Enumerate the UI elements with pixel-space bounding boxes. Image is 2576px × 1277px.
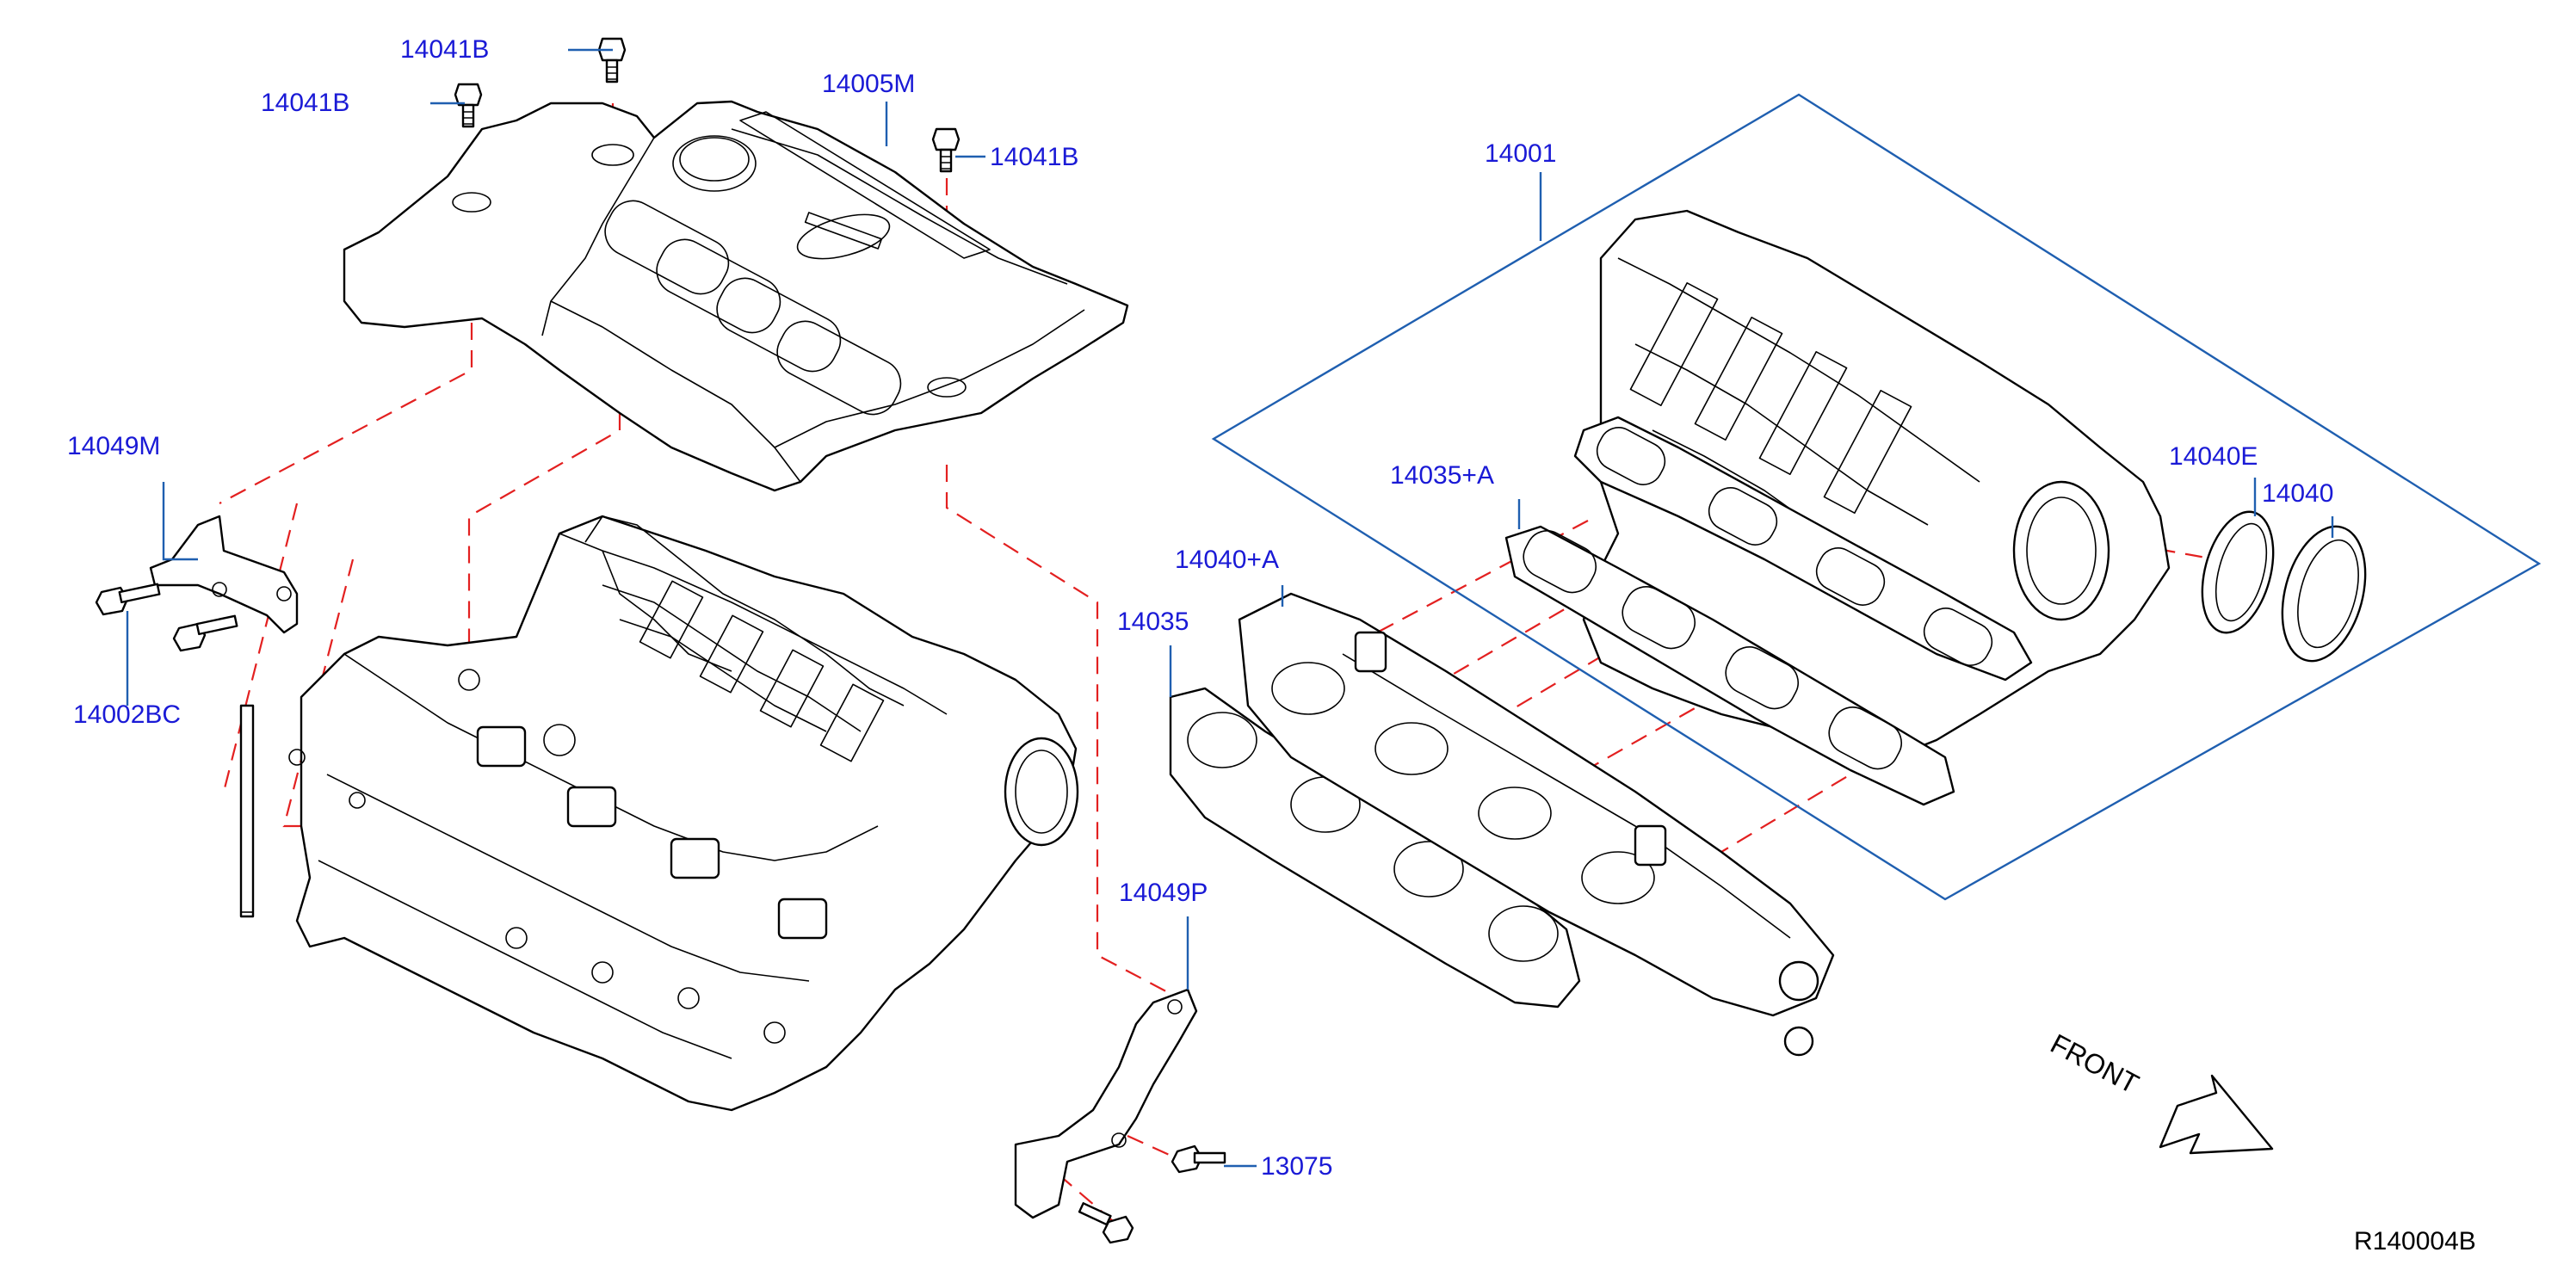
front-direction-indicator: FRONT (2046, 1027, 2274, 1155)
label-14041B-left: 14041B (261, 89, 349, 117)
bolt-13075-upper (1171, 1144, 1226, 1174)
front-label: FRONT (2046, 1027, 2144, 1100)
bracket-14049M (149, 515, 299, 634)
bolt-13075-lower (1078, 1202, 1134, 1244)
label-13075: 13075 (1261, 1152, 1332, 1181)
label-14049P: 14049P (1119, 879, 1208, 907)
manifold-flange-14040A (1238, 592, 1835, 1057)
seal-ring-14040 (2281, 525, 2367, 663)
reference-code: R140004B (2354, 1227, 2476, 1255)
cylinder-head-assembly (239, 515, 1079, 1112)
bolt-14041B-left (454, 83, 483, 128)
label-14035A: 14035+A (1390, 461, 1494, 490)
engine-cover-14005M (343, 100, 1129, 492)
bolt-14041B-top (597, 37, 627, 83)
label-14041B-right: 14041B (990, 143, 1078, 171)
label-14040A: 14040+A (1175, 546, 1279, 574)
label-14041B-top: 14041B (400, 35, 489, 64)
intake-manifold-kit-outline (1211, 93, 2542, 901)
label-14035: 14035 (1117, 608, 1189, 636)
label-14049M: 14049M (67, 432, 160, 460)
leader-lines (126, 48, 2334, 1168)
seal-ring-14040E (2201, 510, 2275, 634)
label-14002BC: 14002BC (73, 700, 181, 729)
label-14040E: 14040E (2169, 442, 2258, 471)
intake-manifold-14001 (1573, 209, 2171, 759)
label-14001: 14001 (1485, 139, 1556, 168)
bracket-14049P (1014, 988, 1198, 1219)
label-14005M: 14005M (822, 70, 915, 98)
gasket-14035A (1504, 525, 1955, 806)
part-labels: 14041B 14041B 14041B 14005M 14001 14049M… (67, 35, 2333, 1181)
bolt-14002BC-lower (172, 614, 238, 652)
bolt-14002BC-upper (95, 583, 161, 616)
label-14040: 14040 (2262, 479, 2333, 508)
bolt-14041B-right (931, 127, 961, 173)
front-arrow-icon (2159, 1074, 2274, 1155)
